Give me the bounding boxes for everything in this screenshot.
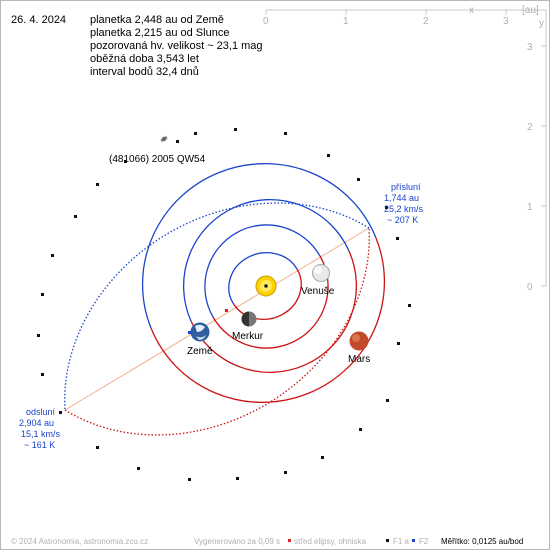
axis-unit-label: [au] xyxy=(522,5,539,16)
x-tick-1: 1 xyxy=(343,16,349,27)
apsis-line xyxy=(64,227,370,411)
earth-orbit-blue-arc xyxy=(182,198,350,322)
footer-generated: Vygenerováno za 0,09 s xyxy=(194,537,280,546)
mercury-icon xyxy=(241,311,257,327)
footer: © 2024 Astronomia, astronomia.zcu.cz Vyg… xyxy=(11,537,523,546)
venus-orbit-blue-arc xyxy=(204,224,321,318)
aphelion-temp: ~ 161 K xyxy=(24,440,55,450)
y-tick-2: 2 xyxy=(527,122,533,133)
info-line-interval: interval bodů 32,4 dnů xyxy=(90,66,199,78)
perihelion-speed: 25,2 km/s xyxy=(384,204,424,214)
y-axis-label: y xyxy=(539,18,544,29)
x-tick-0: 0 xyxy=(263,16,269,27)
footer-f2-marker xyxy=(412,539,415,542)
mars-orbit-blue-arc xyxy=(141,163,377,329)
x-axis: x [au] 0 1 2 3 xyxy=(263,5,546,27)
date-label: 26. 4. 2024 xyxy=(11,14,66,26)
footer-center-legend: střed elipsy, ohniska xyxy=(294,537,366,546)
info-line-period: oběžná doba 3,543 let xyxy=(90,53,199,65)
footer-scale: Měřítko: 0,0125 au/bod xyxy=(441,537,523,546)
x-axis-label: x xyxy=(469,5,474,16)
footer-f1-marker xyxy=(386,539,389,542)
footer-center-legend-marker xyxy=(288,539,291,542)
mercury-orbit-red-arc xyxy=(232,268,302,320)
venus-label: Venuše xyxy=(301,286,335,297)
asteroid-orbit-blue-arc xyxy=(64,202,370,411)
mars-icon xyxy=(349,331,369,351)
info-line-magnitude: pozorovaná hv. velikost ~ 23,1 mag xyxy=(90,40,263,52)
y-tick-3: 3 xyxy=(527,42,533,53)
aphelion-info: odsluní 2,904 au 15,1 km/s ~ 161 K xyxy=(19,407,61,450)
asteroid-name-label: (481066) 2005 QW54 xyxy=(109,154,206,165)
info-line-sun-distance: planetka 2,215 au od Slunce xyxy=(90,27,229,39)
asteroid-orbit-red-arc xyxy=(64,227,370,436)
orbit-position-points xyxy=(37,128,411,481)
y-tick-0: 0 xyxy=(527,282,533,293)
sun-icon xyxy=(255,275,277,297)
earth-icon xyxy=(188,322,210,342)
y-axis: y 3 2 1 0 xyxy=(527,10,547,293)
footer-f2: F2 xyxy=(419,537,429,546)
mercury-label: Merkur xyxy=(232,331,264,342)
aphelion-speed: 15,1 km/s xyxy=(21,429,61,439)
mars-orbit-red-arc xyxy=(150,237,386,403)
perihelion-title: přísluní xyxy=(391,182,421,192)
mars-label: Mars xyxy=(348,354,370,365)
mercury-orbit-blue-arc xyxy=(228,252,298,304)
venus-icon xyxy=(312,264,330,282)
aphelion-distance: 2,904 au xyxy=(19,418,54,428)
x-tick-2: 2 xyxy=(423,16,429,27)
x-tick-3: 3 xyxy=(503,16,509,27)
footer-f1: F1 a xyxy=(393,537,410,546)
ellipse-center-marker xyxy=(225,309,228,312)
earth-orbit-red-arc xyxy=(190,250,358,374)
perihelion-distance: 1,744 au xyxy=(384,193,419,203)
earth-label: Země xyxy=(187,346,213,357)
asteroid-marker xyxy=(160,135,168,143)
perihelion-temp: ~ 207 K xyxy=(387,215,418,225)
aphelion-title: odsluní xyxy=(26,407,56,417)
info-line-earth-distance: planetka 2,448 au od Země xyxy=(90,14,224,26)
y-tick-1: 1 xyxy=(527,202,533,213)
footer-copyright: © 2024 Astronomia, astronomia.zcu.cz xyxy=(11,537,148,546)
venus-orbit-red-arc xyxy=(212,255,329,349)
perihelion-info: přísluní 1,744 au 25,2 km/s ~ 207 K xyxy=(384,182,424,225)
